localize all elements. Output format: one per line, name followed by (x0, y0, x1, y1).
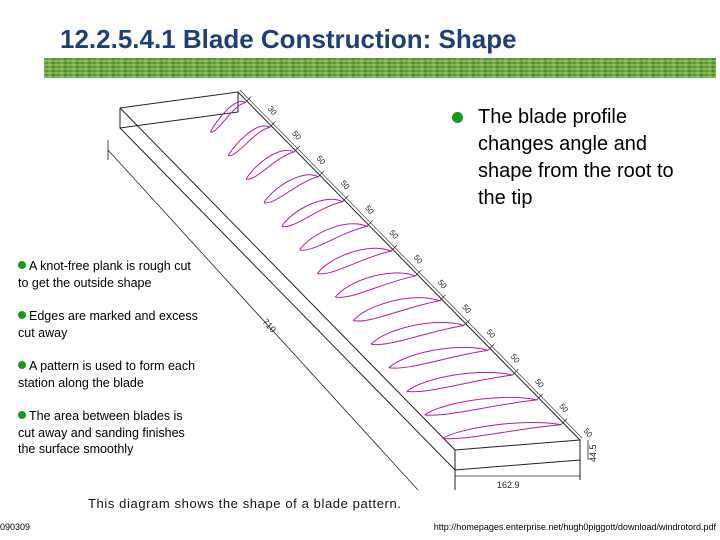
station-tick (269, 120, 276, 128)
station-tick (366, 220, 373, 227)
green-bullet-icon (18, 361, 26, 369)
green-bullet-icon (18, 411, 26, 419)
station-label: 50 (339, 179, 352, 192)
station-tick (293, 145, 301, 153)
length-dimension-label: 710 (261, 317, 278, 335)
station-profile (263, 174, 320, 204)
station-profile (370, 322, 465, 346)
station-profile (406, 371, 513, 393)
station-tick (245, 96, 252, 103)
station-profile (281, 198, 344, 227)
station-label: 50 (387, 228, 400, 241)
station-profile (442, 422, 562, 440)
side-bullet-item: A pattern is used to form each station a… (18, 358, 198, 391)
footer-date: 090309 (0, 522, 31, 532)
side-bullet-text: A knot-free plank is rough cut to get th… (18, 259, 191, 290)
station-label: 50 (363, 203, 376, 216)
main-bullet-text: The blade profile changes angle and shap… (478, 106, 674, 209)
station-label: 50 (436, 278, 449, 291)
green-bullet-icon (18, 261, 26, 269)
station-label: 50 (509, 352, 522, 365)
station-tick (512, 368, 519, 376)
green-bullet-icon (452, 112, 463, 123)
footer-source-url[interactable]: http://homepages.enterprise.net/hugh0pig… (433, 522, 716, 532)
diagram-caption: This diagram shows the shape of a blade … (88, 496, 402, 511)
station-label: 50 (557, 402, 570, 415)
station-tick (390, 244, 398, 252)
station-profile (227, 125, 271, 157)
plank-outline (107, 89, 589, 491)
station-profile (424, 396, 537, 416)
height-dimension-label: 44.5 (588, 444, 598, 462)
station-label: 50 (582, 427, 595, 440)
station-label: 50 (290, 129, 303, 142)
station-label: 50 (460, 303, 473, 316)
station-profile (209, 101, 247, 133)
green-bullet-icon (18, 311, 26, 319)
station-profile (299, 223, 369, 251)
side-bullet-text: Edges are marked and excess cut away (18, 309, 198, 340)
side-bullet-item: The area between blades is cut away and … (18, 408, 198, 458)
side-bullet-list: A knot-free plank is rough cut to get th… (18, 258, 198, 475)
station-tick (415, 269, 422, 277)
side-bullet-item: A knot-free plank is rough cut to get th… (18, 258, 198, 291)
station-label: 50 (484, 327, 497, 340)
station-tick (463, 319, 471, 326)
station-tick (560, 418, 568, 425)
station-profile (245, 149, 296, 180)
station-tick (439, 294, 446, 301)
slide-title: 12.2.5.4.1 Blade Construction: Shape (60, 24, 517, 54)
station-profile (388, 346, 489, 369)
station-tick (317, 170, 325, 178)
title-underline-bar (44, 58, 716, 78)
station-label: 50 (314, 154, 327, 167)
station-profile (352, 297, 442, 322)
station-tick (536, 393, 543, 401)
station-profile (317, 247, 393, 275)
station-profile (334, 272, 418, 298)
side-bullet-text: The area between blades is cut away and … (18, 409, 185, 456)
side-bullet-text: A pattern is used to form each station a… (18, 359, 196, 390)
station-tick (342, 195, 349, 202)
side-bullet-item: Edges are marked and excess cut away (18, 308, 198, 341)
width-dimension-label: 162.9 (497, 480, 520, 490)
station-label: 50 (533, 377, 546, 390)
station-label: 50 (412, 253, 425, 266)
station-tick (487, 344, 495, 351)
station-label: 30 (266, 104, 279, 117)
